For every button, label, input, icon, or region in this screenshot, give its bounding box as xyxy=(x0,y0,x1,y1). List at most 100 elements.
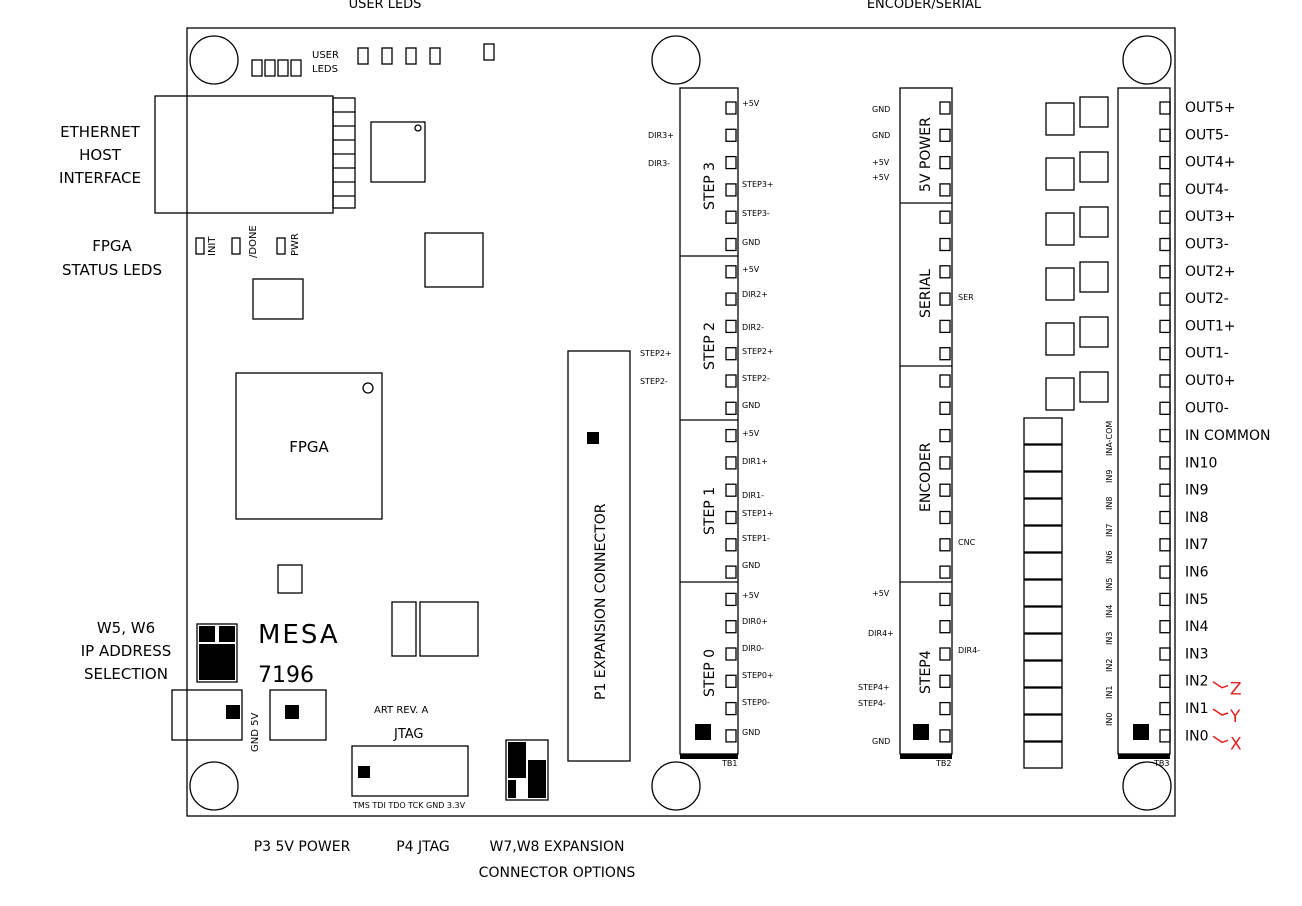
annotation-arrow xyxy=(1212,735,1229,744)
input-pin-label: IN9 xyxy=(1105,470,1114,483)
tb1-pin-label: DIR0+ xyxy=(742,617,768,626)
tb1-label: TB1 xyxy=(721,759,737,768)
ip-jumpers xyxy=(196,623,238,683)
p4-label: P4 JTAG xyxy=(396,839,450,855)
svg-text:SERIAL: SERIAL xyxy=(918,269,934,318)
jtag-header xyxy=(351,745,469,797)
tb3-slot xyxy=(1159,128,1171,142)
u1-chip xyxy=(370,121,426,183)
tb1-pin-label: STEP0- xyxy=(742,698,770,707)
tb3-slot xyxy=(1159,674,1171,688)
svg-text:IP ADDRESS: IP ADDRESS xyxy=(81,642,172,660)
mounting-hole-bc xyxy=(651,761,701,811)
output-label: OUT5- xyxy=(1185,127,1229,143)
input-pin-label: IN0 xyxy=(1105,713,1114,726)
input-pin-label: IN1 xyxy=(1105,686,1114,699)
tb1-pin-label: STEP3+ xyxy=(742,180,774,189)
tb3-slot xyxy=(1159,428,1171,443)
tb1-slot xyxy=(725,729,737,743)
tb1-slot xyxy=(725,428,737,443)
tb1-pin-label: STEP3- xyxy=(742,209,770,218)
mosfet xyxy=(1079,261,1109,293)
tb1-pin-label: GND xyxy=(742,561,760,570)
tb1-pin-label: +5V xyxy=(742,429,760,438)
mosfet-column xyxy=(1045,96,1109,411)
w7w8-label: W7,W8 EXPANSION xyxy=(490,839,625,855)
tb2-slot xyxy=(939,565,951,579)
tb2-pin-label: SER xyxy=(958,293,974,302)
svg-text:ENCODER: ENCODER xyxy=(918,442,934,512)
output-label: OUT4- xyxy=(1185,182,1229,198)
input-label: IN3 xyxy=(1185,646,1209,662)
tb1-slot xyxy=(725,347,737,361)
opto-coupler xyxy=(1023,552,1063,580)
ip-select-label: W5, W6 IP ADDRESS SELECTION xyxy=(81,619,172,683)
tb1-slot xyxy=(725,319,737,334)
svg-text:STEP 2: STEP 2 xyxy=(702,322,718,370)
u5-chip xyxy=(424,232,484,288)
u3-chip xyxy=(252,278,304,320)
tb1-slot xyxy=(725,538,737,552)
tb3-slot xyxy=(1159,319,1171,334)
tb3-slot xyxy=(1159,538,1171,552)
tb3-slot xyxy=(1159,701,1171,716)
tb2-pin-label: DIR4+ xyxy=(868,629,894,638)
svg-text:STEP 0: STEP 0 xyxy=(702,649,718,697)
mosfet xyxy=(1045,377,1075,411)
tb1-slot xyxy=(725,701,737,716)
tb2-pin-label: GND xyxy=(872,131,890,140)
opto-coupler xyxy=(1023,498,1063,526)
tb2-slot xyxy=(939,483,951,497)
tb3-slot xyxy=(1159,729,1171,743)
ethernet-label: ETHERNET HOST INTERFACE xyxy=(59,123,141,187)
opto-coupler xyxy=(1023,525,1063,553)
tb1-pin-label: STEP1+ xyxy=(742,509,774,518)
jtag-pins: TMS TDI TDO TCK GND 3.3V xyxy=(352,801,466,810)
svg-text:STATUS LEDS: STATUS LEDS xyxy=(62,261,162,279)
tb3-slot xyxy=(1159,101,1171,115)
tb1-pin-label: DIR0- xyxy=(742,644,764,653)
tb2-pin-label: STEP4- xyxy=(858,699,886,708)
output-label: OUT3- xyxy=(1185,237,1229,253)
tb1-slot xyxy=(725,183,737,197)
tb1-slot xyxy=(725,210,737,224)
opto-coupler xyxy=(1023,606,1063,634)
tb2-terminals: GNDGND+5V+5VSERCNCDIR4-+5VDIR4+STEP4+STE… xyxy=(858,101,980,746)
jtag-label: JTAG xyxy=(393,727,424,742)
mosfet xyxy=(1045,322,1075,356)
step2m-label: STEP2- xyxy=(640,377,668,386)
input-pin-label: IN7 xyxy=(1105,524,1114,537)
tb1-slot xyxy=(725,456,737,470)
u15-chip xyxy=(419,601,479,657)
tb1-sections: STEP 3 STEP 2 STEP 1 STEP 0 xyxy=(702,162,718,697)
tb1-slot xyxy=(725,237,737,252)
annotation-label: X xyxy=(1230,734,1242,754)
tb2-pin-label: GND xyxy=(872,105,890,114)
tb3-block xyxy=(1117,87,1171,755)
tb2-pin-label: DIR4- xyxy=(958,646,980,655)
tb1-slot xyxy=(725,620,737,634)
tb3-slot xyxy=(1159,155,1171,170)
tb1-slot xyxy=(725,101,737,115)
mosfet xyxy=(1079,316,1109,348)
tb3-slot xyxy=(1159,183,1171,197)
tb1-slot xyxy=(725,592,737,607)
output-label: OUT2+ xyxy=(1185,264,1235,280)
tb2-label: TB2 xyxy=(935,759,951,768)
svg-text:INTERFACE: INTERFACE xyxy=(59,169,141,187)
annotation-arrow xyxy=(1212,681,1229,689)
ethernet-jack xyxy=(154,95,334,214)
tb3-slot xyxy=(1159,237,1171,252)
tb1-slot xyxy=(725,510,737,525)
step2p-label: STEP2+ xyxy=(640,349,672,358)
tb2-slot xyxy=(939,674,951,688)
tb2-slot xyxy=(939,428,951,443)
opto-coupler xyxy=(1023,660,1063,688)
svg-text:ETHERNET: ETHERNET xyxy=(60,123,141,141)
tb2-slot xyxy=(939,729,951,743)
p3-connector xyxy=(269,689,327,741)
input-label: IN8 xyxy=(1185,510,1209,526)
svg-text:FPGA: FPGA xyxy=(92,237,132,255)
fpga-chip xyxy=(235,372,383,520)
tb3-slot xyxy=(1159,647,1171,661)
